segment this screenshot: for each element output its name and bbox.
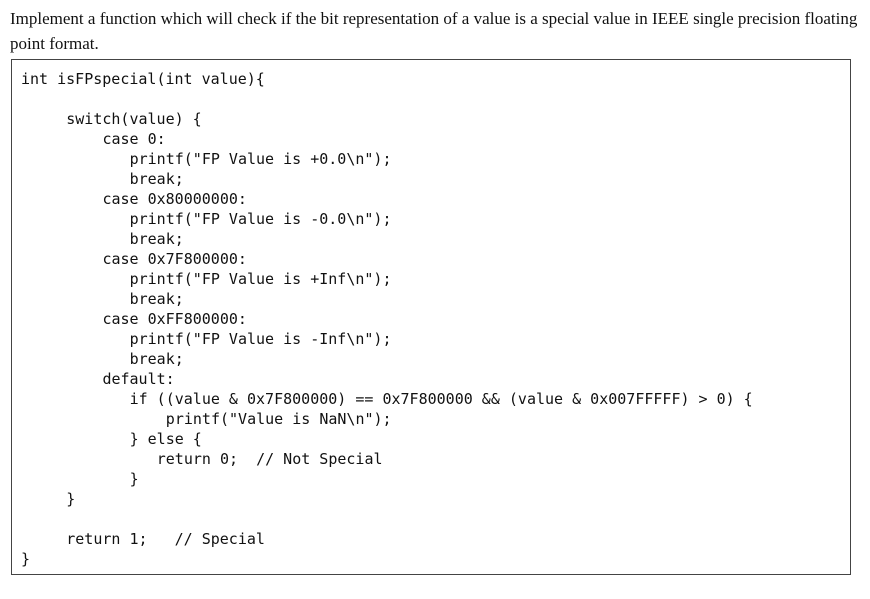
code-line: break; — [129, 350, 184, 368]
code-block: int isFPspecial(int value){ switch(value)… — [11, 59, 851, 575]
code-line: default: — [102, 370, 175, 388]
question-text: Implement a function which will check if… — [10, 9, 858, 53]
code-line: printf("FP Value is -Inf\n"); — [129, 330, 392, 348]
code-line: break; — [129, 170, 184, 188]
code-line: printf("FP Value is +0.0\n"); — [129, 150, 392, 168]
code-line: case 0x80000000: — [102, 190, 247, 208]
code-line: } — [129, 470, 139, 488]
code-line: break; — [129, 230, 184, 248]
code-line: case 0: — [102, 130, 166, 148]
code-line: return 0; // Not Special — [156, 450, 383, 468]
code-line: case 0xFF800000: — [102, 310, 247, 328]
code-line: } — [66, 490, 76, 508]
code-line: printf("FP Value is +Inf\n"); — [129, 270, 392, 288]
code-line: printf("Value is NaN\n"); — [165, 410, 392, 428]
code-line: int isFPspecial(int value){ — [21, 70, 265, 88]
code-line: } else { — [129, 430, 202, 448]
code-line: case 0x7F800000: — [102, 250, 247, 268]
code-line: return 1; // Special — [66, 530, 265, 548]
code-line: switch(value) { — [66, 110, 202, 128]
code-line: printf("FP Value is -0.0\n"); — [129, 210, 392, 228]
code-line: if ((value & 0x7F800000) == 0x7F800000 &… — [129, 390, 753, 408]
code-line: } — [21, 550, 31, 568]
code-line: break; — [129, 290, 184, 308]
